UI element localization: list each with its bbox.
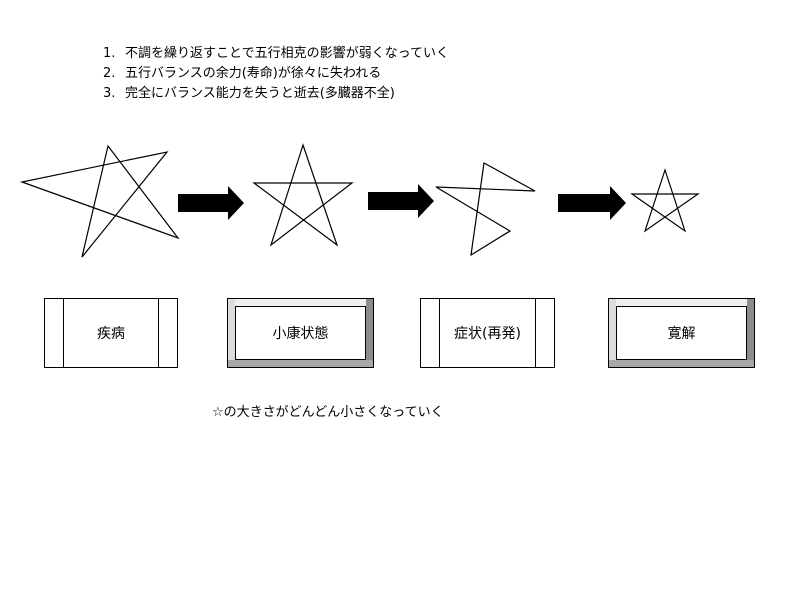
bevel-top (228, 299, 373, 306)
stage-box-remission-partial: 小康状態 (227, 298, 374, 368)
note-text: 五行バランスの余力(寿命)が徐々に失われる (125, 66, 382, 81)
star-stage-3 (435, 162, 536, 257)
arrow-right-1 (178, 186, 244, 220)
box-divider (439, 299, 440, 367)
bevel-left (228, 299, 235, 367)
note-number: 2. (103, 66, 116, 81)
star-stage-2 (252, 143, 354, 247)
stage-label: 症状(再発) (454, 326, 521, 342)
star-stage-4 (630, 168, 700, 233)
bevel-top (609, 299, 754, 306)
stage-label: 疾病 (97, 326, 125, 342)
note-item: 2. 五行バランスの余力(寿命)が徐々に失われる (103, 64, 449, 84)
stage-label: 寛解 (667, 326, 696, 342)
note-item: 3. 完全にバランス能力を失うと逝去(多臓器不全) (103, 84, 449, 104)
bevel-right (747, 299, 754, 367)
note-number: 3. (103, 86, 116, 101)
note-text: 完全にバランス能力を失うと逝去(多臓器不全) (125, 86, 395, 101)
stage-box-relapse: 症状(再発) (420, 298, 555, 368)
bevel-left (609, 299, 616, 367)
stage-box-disease: 疾病 (44, 298, 178, 368)
note-item: 1. 不調を繰り返すことで五行相克の影響が弱くなっていく (103, 44, 449, 64)
stage-inner: 小康状態 (235, 306, 366, 360)
arrow-right-2 (368, 184, 434, 218)
notes-list: 1. 不調を繰り返すことで五行相克の影響が弱くなっていく 2. 五行バランスの余力(… (103, 44, 449, 104)
bevel-bottom (609, 360, 754, 367)
note-text: 不調を繰り返すことで五行相克の影響が弱くなっていく (125, 46, 449, 61)
stage-inner: 寛解 (616, 306, 747, 360)
stage-label: 小康状態 (272, 326, 329, 342)
star-stage-1 (19, 144, 180, 258)
box-divider (535, 299, 536, 367)
arrow-right-3 (558, 186, 626, 220)
bevel-right (366, 299, 373, 367)
box-divider (158, 299, 159, 367)
bevel-bottom (228, 360, 373, 367)
stage-box-remission: 寛解 (608, 298, 755, 368)
note-number: 1. (103, 46, 116, 61)
diagram-caption: ☆の大きさがどんどん小さくなっていく (212, 405, 444, 420)
box-divider (63, 299, 64, 367)
